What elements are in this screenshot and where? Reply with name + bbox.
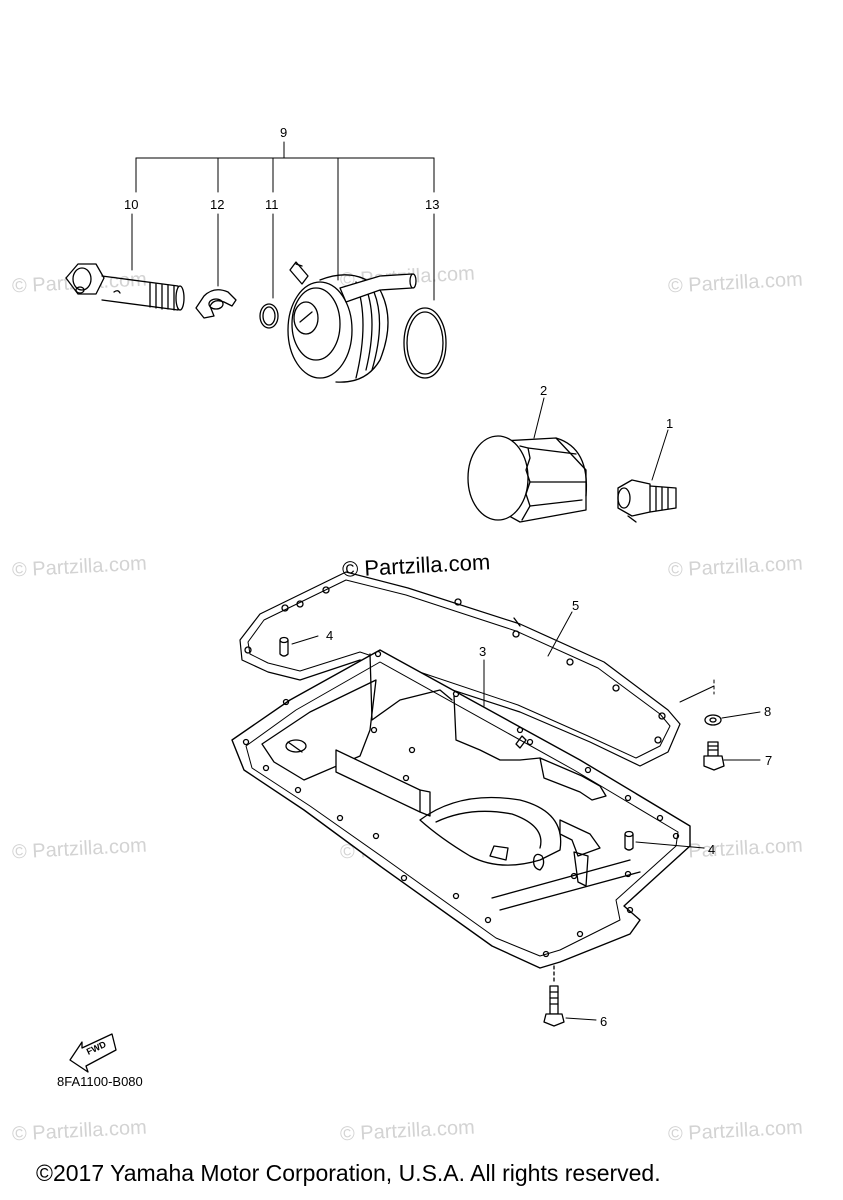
bolt-part-10 <box>65 263 185 311</box>
callout-11: 11 <box>265 197 279 212</box>
leader-lines <box>291 397 761 1021</box>
callout-10: 10 <box>124 197 139 212</box>
callout-7: 7 <box>765 753 773 768</box>
drain-bolt-part-7 <box>703 741 725 771</box>
copyright-notice: ©2017 Yamaha Motor Corporation, U.S.A. A… <box>36 1160 661 1186</box>
drawing-code: 8FA1100-B080 <box>57 1074 143 1089</box>
drain-plug-part-1 <box>617 479 677 523</box>
bolt-part-6 <box>543 965 565 1027</box>
callout-4-bottom: 4 <box>708 842 716 857</box>
gasket-part-5 <box>239 571 715 767</box>
callout-3: 3 <box>479 644 487 659</box>
callout-13: 13 <box>425 197 440 212</box>
callout-8: 8 <box>764 704 772 719</box>
fwd-arrow-icon <box>69 1033 117 1073</box>
callout-4-top: 4 <box>326 628 334 643</box>
callout-1: 1 <box>666 416 674 431</box>
callout-5: 5 <box>572 598 580 613</box>
dowel-pin-part-4 <box>279 636 634 851</box>
callout-6: 6 <box>600 1014 608 1029</box>
callout-bracket <box>131 141 435 301</box>
o-ring-part-11 <box>259 303 279 329</box>
callout-12: 12 <box>210 197 225 212</box>
o-ring-part-13 <box>403 307 447 379</box>
oil-filter-part-2 <box>467 435 588 523</box>
washer-part-8 <box>704 714 722 726</box>
callout-2: 2 <box>540 383 548 398</box>
oil-pan-part-3 <box>231 617 691 969</box>
lock-ring-part-12 <box>195 289 237 319</box>
oil-cooler-assembly <box>287 261 417 383</box>
callout-9: 9 <box>280 125 288 140</box>
